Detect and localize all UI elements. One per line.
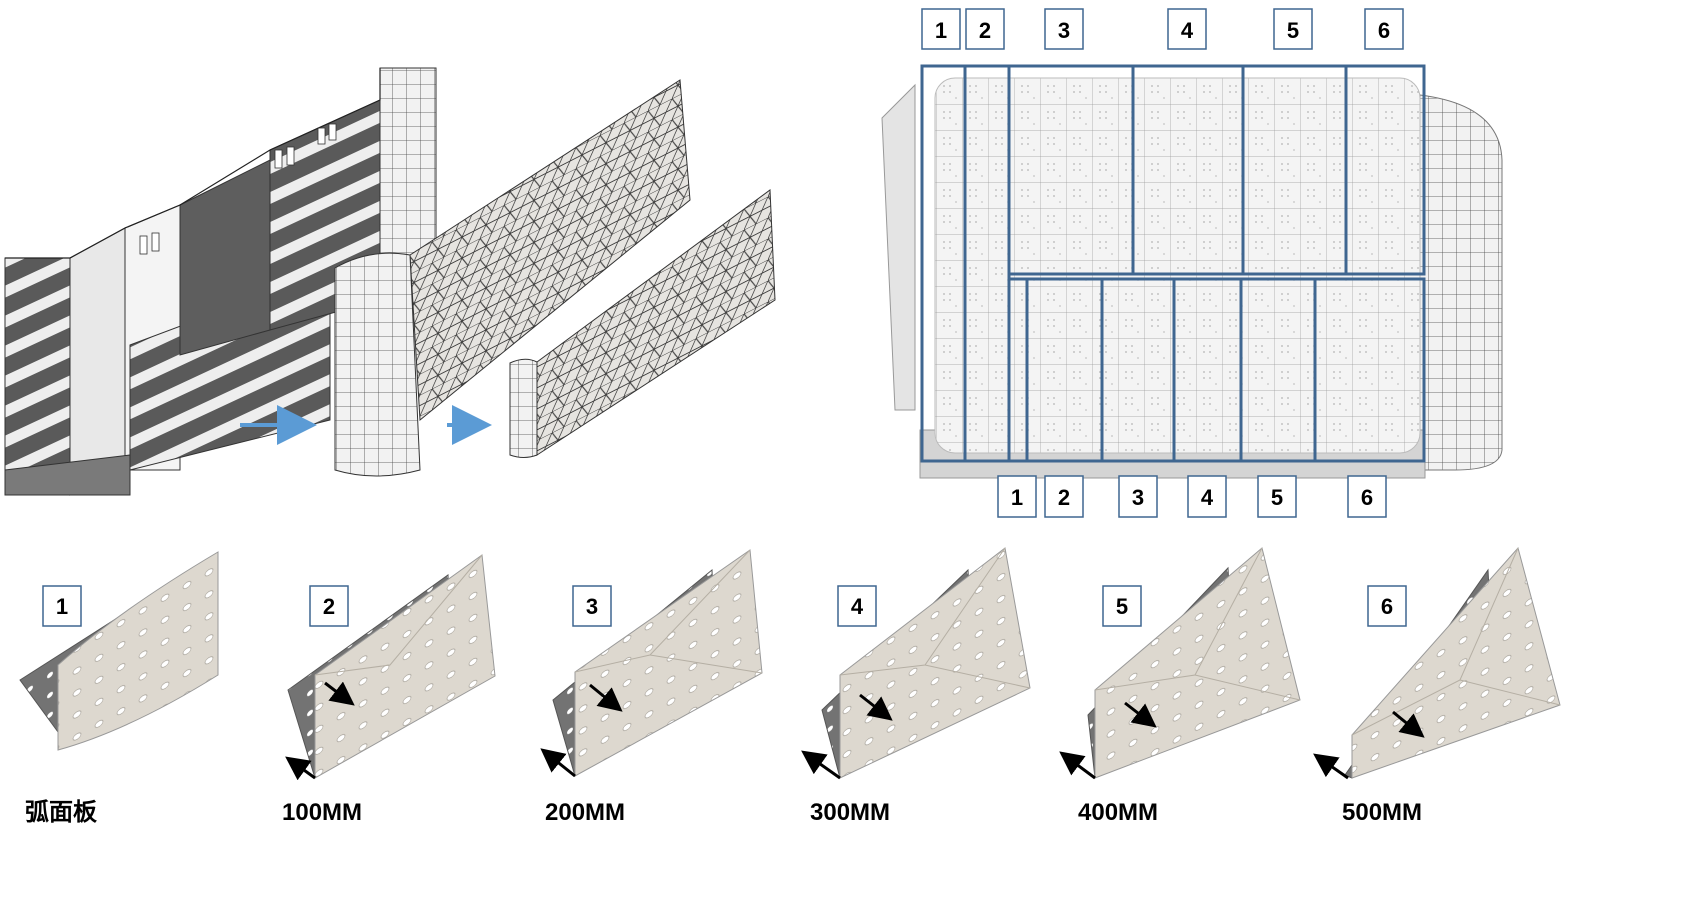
svg-text:3: 3 (1058, 18, 1070, 43)
svg-text:6: 6 (1378, 18, 1390, 43)
double-arrow-icon (285, 756, 316, 781)
top-number-3: 3 (1044, 8, 1084, 50)
double-arrow-icon (1059, 751, 1096, 780)
panel-number-6: 6 (1381, 594, 1393, 619)
panel-type-5: 5 400MM (1059, 547, 1301, 826)
svg-text:5: 5 (1271, 485, 1283, 510)
top-number-boxes: 1 2 3 4 5 6 (921, 8, 1404, 50)
panel-type-4: 4 300MM (801, 547, 1031, 826)
panel-number-2: 2 (323, 594, 335, 619)
mesh-layer-1 (334, 79, 691, 477)
double-arrow-icon (589, 683, 623, 712)
bottom-number-3: 3 (1118, 475, 1158, 518)
double-arrow-icon (540, 748, 576, 778)
svg-text:4: 4 (1181, 18, 1194, 43)
bottom-number-6: 6 (1347, 475, 1387, 518)
top-number-5: 5 (1273, 8, 1313, 50)
panel-label-1: 弧面板 (25, 799, 98, 826)
bottom-number-1: 1 (997, 475, 1037, 518)
svg-text:2: 2 (979, 18, 991, 43)
double-arrow-icon (1124, 701, 1157, 728)
panel-number-4: 4 (851, 594, 864, 619)
panel-type-3: 3 200MM (540, 549, 763, 826)
panel-number-5: 5 (1116, 594, 1128, 619)
panel-label-6: 500MM (1342, 799, 1422, 826)
panel-type-6: 6 500MM (1313, 546, 1561, 826)
svg-text:6: 6 (1361, 485, 1373, 510)
panel-type-1: 1 弧面板 (19, 551, 219, 826)
bottom-number-4: 4 (1187, 475, 1227, 518)
svg-text:3: 3 (1132, 485, 1144, 510)
double-arrow-icon (801, 750, 841, 780)
top-number-2: 2 (965, 8, 1005, 50)
top-number-4: 4 (1167, 8, 1207, 50)
panel-label-4: 300MM (810, 799, 890, 826)
svg-text:2: 2 (1058, 485, 1070, 510)
double-arrow-icon (324, 681, 355, 706)
panel-label-3: 200MM (545, 799, 625, 826)
panel-types-row: 1 弧面板 2 100MM 3 200MM (19, 546, 1561, 826)
panel-layer-2 (509, 189, 776, 458)
panel-label-5: 400MM (1078, 799, 1158, 826)
bottom-number-2: 2 (1044, 475, 1084, 518)
svg-text:1: 1 (935, 18, 947, 43)
double-arrow-icon (1392, 710, 1425, 738)
panel-label-2: 100MM (282, 799, 362, 826)
bottom-number-boxes: 1 2 3 4 5 6 (997, 475, 1387, 518)
svg-text:5: 5 (1287, 18, 1299, 43)
panel-number-3: 3 (586, 594, 598, 619)
panel-type-2: 2 100MM (282, 554, 496, 826)
bottom-number-5: 5 (1257, 475, 1297, 518)
building-axonometric (4, 67, 437, 496)
double-arrow-icon (1313, 753, 1349, 780)
zone-frames-top (920, 64, 1426, 463)
zone-frames-bottom (1007, 277, 1426, 463)
double-arrow-icon (859, 693, 893, 721)
top-number-6: 6 (1364, 8, 1404, 50)
panel-number-1: 1 (56, 594, 68, 619)
svg-text:1: 1 (1011, 485, 1023, 510)
svg-text:4: 4 (1201, 485, 1214, 510)
top-number-1: 1 (921, 8, 961, 50)
